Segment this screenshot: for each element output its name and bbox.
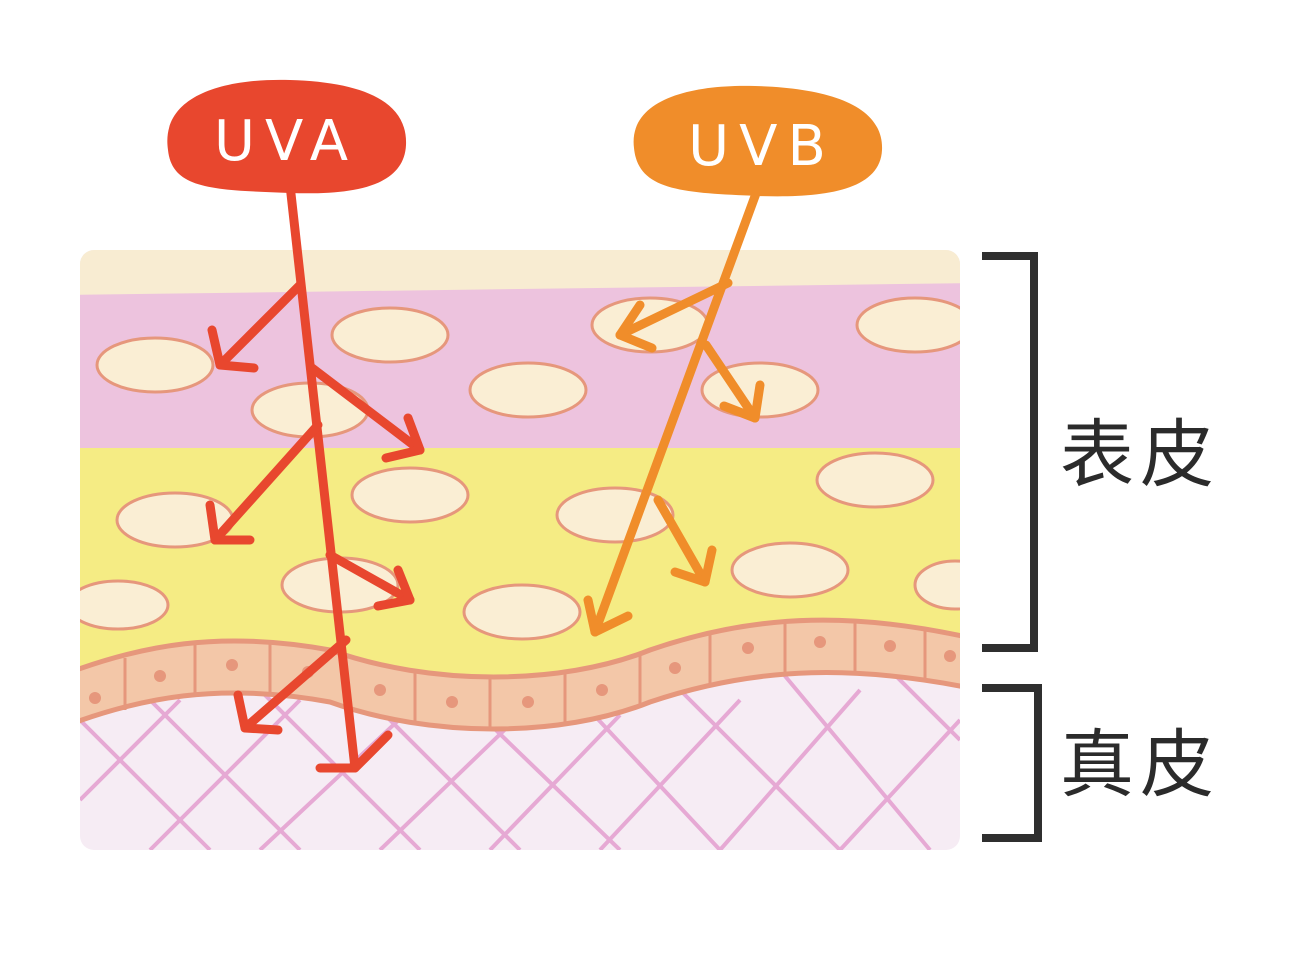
uva-badge-shape (167, 79, 407, 194)
skin-cross-section (80, 250, 960, 850)
uva-ray (205, 180, 425, 773)
epidermal-cell (80, 579, 170, 631)
epidermal-cell (462, 583, 582, 641)
epidermal-cell (855, 296, 960, 354)
epidermal-cell (95, 336, 215, 394)
epidermal-cell (730, 541, 850, 599)
uva-badge: UVA (167, 79, 407, 194)
lower-epidermis-layer (80, 445, 960, 677)
epidermal-cell (330, 306, 450, 364)
dermis-bracket (982, 684, 1042, 842)
stratum-corneum-layer (80, 250, 960, 295)
epidermal-cell (913, 559, 960, 611)
epidermal-cell (815, 451, 935, 509)
uvb-label: UVB (688, 114, 836, 179)
epidermis-label: 表皮 (1060, 412, 1220, 498)
epidermal-cell (468, 361, 588, 419)
uva-label: UVA (214, 109, 358, 174)
uvb-badge: UVB (633, 85, 883, 197)
epidermis-bracket (982, 252, 1038, 652)
uvb-ray (583, 183, 765, 637)
epidermal-cell (555, 486, 675, 544)
epidermal-cells (80, 296, 960, 641)
epidermal-cell (350, 466, 470, 524)
uvb-badge-shape (633, 85, 883, 197)
dermis-label: 真皮 (1060, 722, 1220, 808)
